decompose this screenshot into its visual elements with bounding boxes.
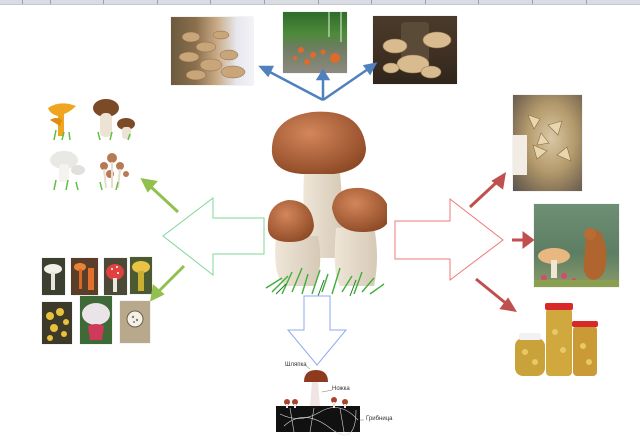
photo-red-stem-mushroom [80, 296, 112, 344]
big-arrow-left [162, 196, 265, 277]
photo-death-cap [42, 258, 65, 295]
photo-yellow-cluster [42, 302, 72, 344]
arrow-to-stump [322, 65, 372, 102]
photo-dried-mushrooms [513, 95, 582, 191]
arrow-to-poisonous [156, 264, 186, 294]
photo-fly-agaric [104, 258, 127, 295]
central-porcini-illustration [262, 108, 387, 303]
photo-forest-mushrooms [283, 12, 347, 73]
big-arrow-down [286, 295, 348, 366]
mushroom-structure-diagram [270, 364, 390, 440]
label-cap: Шляпка [285, 362, 307, 368]
photo-pickled-mushrooms [513, 302, 598, 378]
arrow-to-pickled [475, 277, 509, 307]
big-arrow-right [394, 197, 504, 282]
ruler [0, 0, 640, 5]
illustration-edible-mushrooms [40, 96, 140, 196]
label-stem: Ножка [332, 386, 350, 392]
arrow-to-dried [468, 179, 500, 209]
arrow-to-tree-trunk [265, 68, 324, 102]
label-mycelium: Грибница [366, 416, 393, 422]
photo-earthstar [120, 301, 150, 343]
arrow-to-edible [148, 184, 180, 214]
photo-orange-mushroom [71, 258, 98, 295]
photo-squirrel-mushroom [534, 204, 619, 287]
photo-stump-bracket-fungi [373, 16, 457, 84]
photo-tree-trunk-mushrooms [171, 17, 253, 85]
photo-yellow-mushroom [130, 257, 152, 294]
